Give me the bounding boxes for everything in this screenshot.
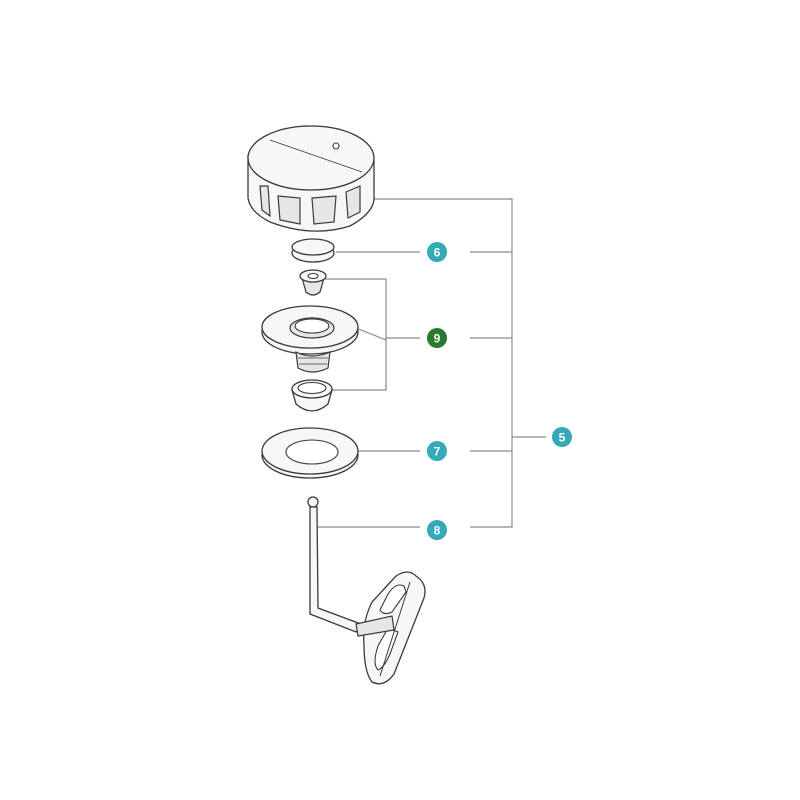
callout-8-badge: [427, 520, 447, 540]
valve-washer-hole: [294, 318, 330, 334]
callout-9-badge: [427, 328, 447, 348]
callout-6: 6: [427, 242, 447, 262]
cap-rib-3: [311, 195, 337, 225]
callout-8: 8: [427, 520, 447, 540]
fuel-cap: [247, 125, 375, 232]
callout-9: 9: [427, 328, 447, 348]
cap-top-line: [269, 139, 363, 173]
filter-8-connector: [307, 496, 319, 508]
callout-7-label: 7: [434, 445, 441, 459]
callout-7-badge: [427, 441, 447, 461]
disc-6-top: [291, 238, 335, 256]
part-9-valve: [261, 269, 359, 412]
callout-9-label: 9: [434, 332, 441, 346]
callout-5-badge: [552, 427, 572, 447]
filter-8-tube: [309, 506, 362, 633]
cap-rib-4: [345, 185, 361, 219]
callout-5: 5: [552, 427, 572, 447]
valve-cup-inner: [297, 381, 327, 395]
leader-lines: [315, 198, 546, 528]
cap-rib-1: [259, 185, 271, 218]
callout-6-label: 6: [434, 246, 441, 260]
cap-top-dot: [332, 142, 340, 150]
valve-upper-hole: [307, 272, 319, 280]
leader-part-9-washer: [355, 327, 387, 341]
leader-cap-to-5: [372, 198, 513, 528]
filter-8-spine: [379, 581, 411, 677]
cap-top: [247, 125, 375, 191]
gasket-7-hole: [285, 439, 339, 465]
valve-thread: [295, 350, 331, 373]
part-6-disc: [291, 238, 335, 263]
filter-8-crossbar: [355, 615, 395, 637]
valve-upper-body: [301, 277, 325, 296]
part-7-gasket: [261, 427, 359, 479]
part-8-filter: [307, 496, 426, 685]
callout-5-label: 5: [559, 431, 566, 445]
leader-part-9-bracket: [322, 278, 387, 391]
cap-rib-2: [277, 195, 301, 225]
callout-6-badge: [427, 242, 447, 262]
filter-8-window-upper: [379, 584, 407, 615]
callout-7: 7: [427, 441, 447, 461]
callout-8-label: 8: [434, 524, 441, 538]
